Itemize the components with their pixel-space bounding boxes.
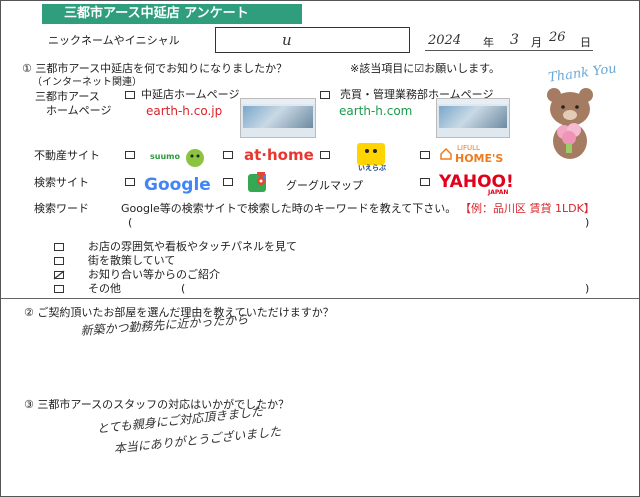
keyword-label: 検索ワード: [34, 202, 89, 215]
suumo-logo: suumo: [150, 152, 180, 161]
yahoo-logo: YAHOO!: [439, 172, 514, 192]
nickname-value: u: [282, 31, 292, 49]
realestate-label: 不動産サイト: [34, 149, 100, 162]
suumo-mascot-icon: [183, 146, 207, 168]
date-day: 26: [549, 30, 566, 45]
option-atmosphere: お店の雰囲気や看板やタッチパネルを見て: [88, 240, 297, 253]
thank-you-text: Thank You: [547, 61, 618, 86]
date-month-unit: 月: [531, 36, 542, 49]
date-month: 3: [510, 32, 519, 48]
q1-question: ① 三都市アース中延店を何でお知りになりましたか？: [22, 62, 288, 75]
bear-illustration-icon: [540, 85, 600, 163]
google-logo: Google: [144, 175, 211, 195]
keyword-paren-close: ): [585, 216, 590, 229]
check-mark-icon: [53, 270, 65, 280]
checkbox-athome[interactable]: [223, 151, 233, 159]
nickname-label: ニックネームやイニシャル: [48, 34, 180, 47]
homes-logo: HOME'S: [455, 152, 504, 165]
survey-title: 三都市アース中延店 アンケート: [42, 4, 302, 24]
section-divider: [0, 298, 640, 299]
ieshil-logo-icon: [357, 143, 385, 165]
other-paren-close: ): [585, 282, 590, 295]
googlemap-label: グーグルマップ: [286, 179, 363, 192]
option-walking: 街を散策していて: [88, 254, 176, 267]
date-day-unit: 日: [580, 36, 591, 49]
checkbox-yahoo[interactable]: [420, 178, 430, 186]
sales-hp-screenshot: [436, 98, 510, 138]
checkbox-googlemap[interactable]: [223, 178, 233, 186]
checkbox-store-hp[interactable]: [125, 91, 135, 99]
google-maps-icon: [246, 169, 272, 194]
checkbox-ieshil[interactable]: [320, 151, 330, 159]
store-url: earth-h.co.jp: [146, 104, 223, 118]
checkbox-homes[interactable]: [420, 151, 430, 159]
yahoo-japan-label: JAPAN: [488, 189, 509, 196]
q3-question: ③ 三都市アースのスタッフの対応はいかがでしたか？: [24, 398, 290, 411]
keyword-instruction: Google等の検索サイトで検索した時のキーワードを教えて下さい。: [121, 202, 457, 215]
checkbox-google[interactable]: [125, 178, 135, 186]
option-sales-hp: 売買・管理業務部ホームページ: [340, 88, 494, 101]
checkbox-option-0[interactable]: [54, 243, 64, 251]
option-referral: お知り合い等からのご紹介: [88, 268, 220, 281]
checkbox-sales-hp[interactable]: [320, 91, 330, 99]
nickname-field[interactable]: u: [215, 27, 410, 53]
athome-logo: at·home: [244, 146, 314, 164]
homes-logo-top: LIFULL: [457, 144, 480, 152]
date-line: [425, 50, 593, 51]
search-site-label: 検索サイト: [34, 176, 89, 189]
checkbox-option-3[interactable]: [54, 285, 64, 293]
sales-url: earth-h.com: [339, 104, 413, 118]
ieshil-label: いえらぶ: [358, 164, 386, 172]
checkbox-option-2[interactable]: [53, 270, 65, 280]
q1-sub: （インターネット関連）: [32, 77, 142, 88]
keyword-paren-open: (: [128, 216, 133, 229]
option-store-hp: 中延店ホームページ: [141, 88, 240, 101]
store-hp-screenshot: [240, 98, 316, 138]
homes-house-icon: [440, 145, 452, 160]
q2-question: ② ご契約頂いたお部屋を選んだ理由を教えていただけますか？: [24, 306, 334, 319]
keyword-example: 【例：品川区 賃貸 1LDK】: [460, 202, 595, 215]
date-year: 2024: [428, 33, 462, 48]
checkbox-option-1[interactable]: [54, 257, 64, 265]
q1-note: ※該当項目に☑お願いします。: [350, 62, 500, 75]
homepage-label-2: ホームページ: [46, 104, 112, 117]
other-paren-open: (: [181, 282, 186, 295]
date-year-unit: 年: [483, 36, 494, 49]
checkbox-suumo[interactable]: [125, 151, 135, 159]
homepage-label-1: 三都市アース: [35, 90, 100, 103]
option-other: その他: [88, 282, 121, 295]
